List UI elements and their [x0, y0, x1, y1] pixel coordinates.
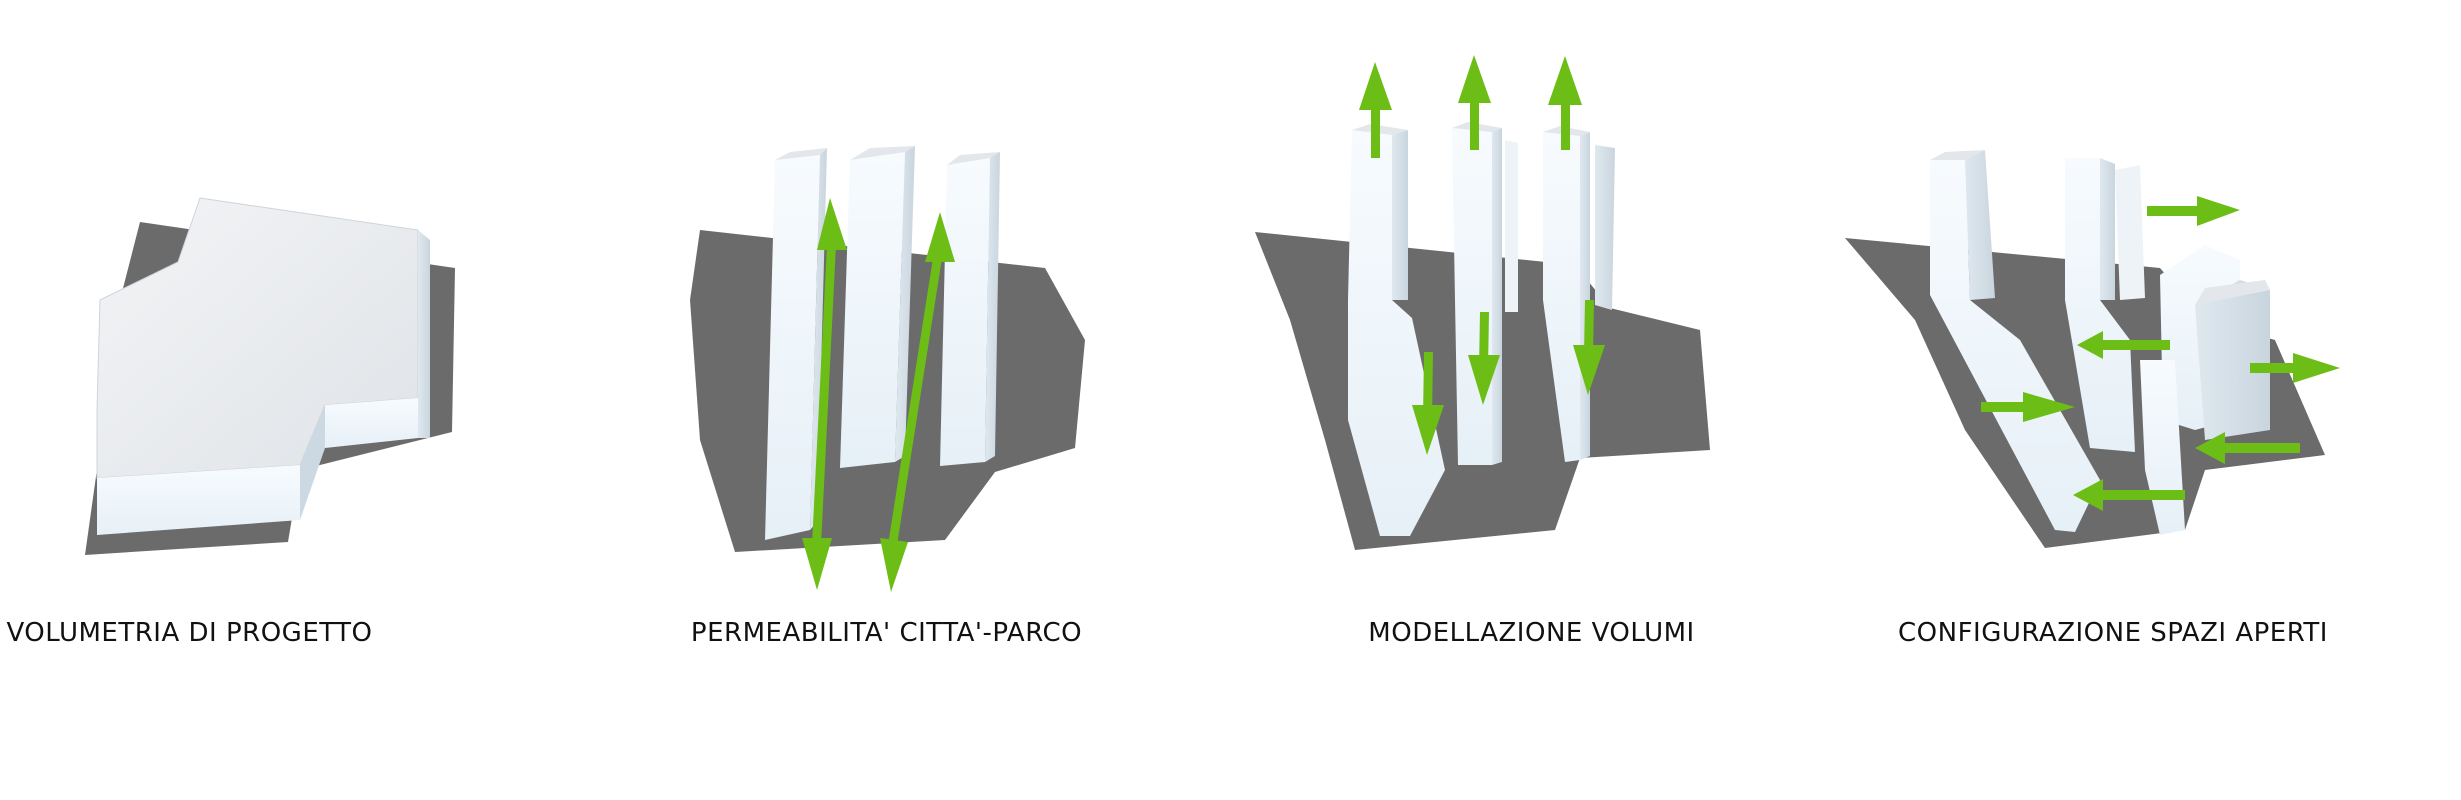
up-arrow-icon	[1548, 56, 1582, 150]
down-arrow-icon	[1573, 300, 1605, 395]
up-arrow-icon	[1458, 55, 1491, 150]
caption-spazi-aperti: CONFIGURAZIONE SPAZI APERTI	[1898, 618, 2328, 648]
tower-volume-1	[1348, 124, 1445, 536]
project-volume	[96, 197, 430, 535]
down-arrow-icon	[1412, 352, 1444, 455]
permeabilita-diagram	[690, 146, 1085, 592]
panel-permeabilita: PERMEABILITA' CITTA'-PARCO	[615, 0, 1230, 800]
double-arrow-icon	[802, 198, 847, 590]
right-arrow-icon	[1981, 392, 2075, 422]
up-arrow-icon	[1359, 62, 1392, 158]
left-arrow-icon	[2110, 340, 2170, 350]
caption-modellazione: MODELLAZIONE VOLUMI	[1368, 618, 1695, 648]
down-arrow-icon	[1468, 312, 1500, 405]
panel-spazi-aperti: CONFIGURAZIONE SPAZI APERTI	[1845, 0, 2461, 800]
volumetria-diagram	[85, 197, 455, 555]
double-arrow-icon	[880, 212, 955, 592]
panel-modellazione: MODELLAZIONE VOLUMI	[1230, 0, 1845, 800]
volume-slab-left	[1930, 150, 2100, 532]
panel-volumetria: VOLUMETRIA DI PROGETTO	[0, 0, 615, 800]
right-arrow-icon	[2147, 196, 2240, 226]
modellazione-diagram	[1255, 55, 1710, 550]
slab-volume-2	[840, 146, 915, 468]
volume-tower-right	[2160, 245, 2270, 440]
slab-volume-3	[940, 152, 1000, 466]
right-arrow-icon	[2250, 353, 2340, 383]
volume-tower-middle	[2065, 158, 2145, 452]
left-arrow-icon	[2073, 479, 2185, 511]
caption-permeabilita: PERMEABILITA' CITTA'-PARCO	[690, 618, 1083, 648]
left-arrow-icon	[2195, 432, 2300, 464]
spazi-aperti-diagram	[1845, 150, 2340, 548]
caption-volumetria: VOLUMETRIA DI PROGETTO	[6, 618, 373, 648]
